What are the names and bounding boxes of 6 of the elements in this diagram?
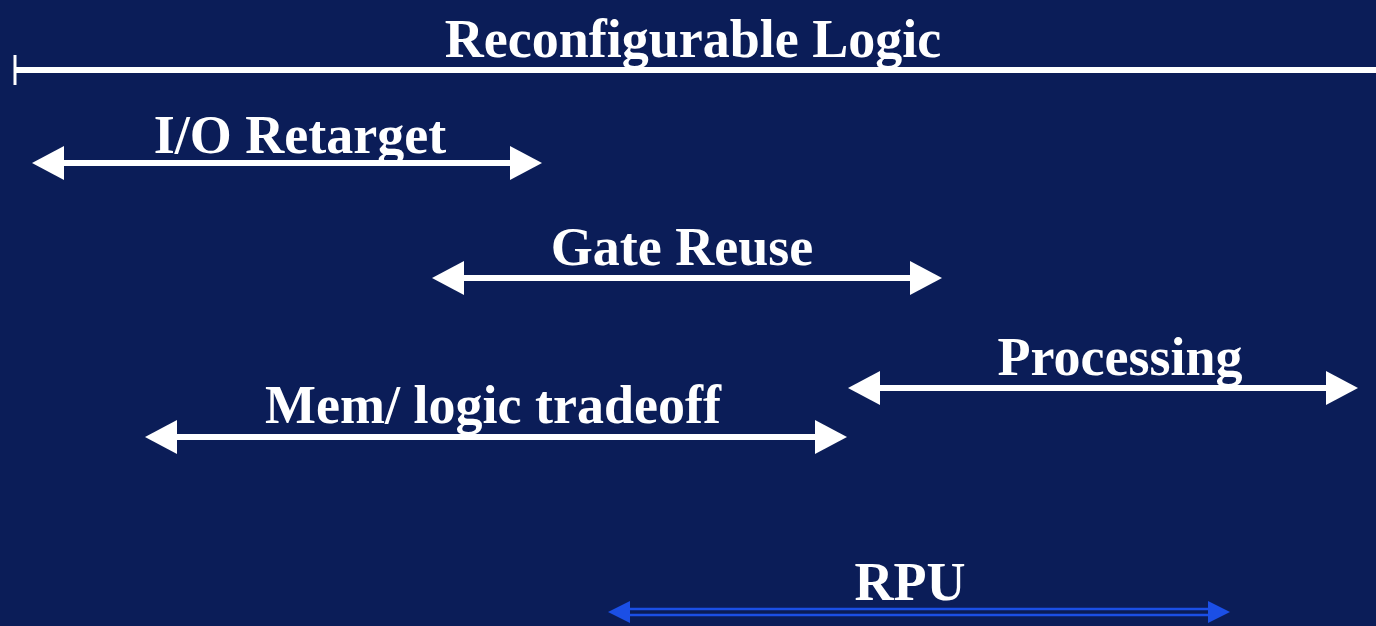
range-label: RPU xyxy=(854,555,966,609)
range-label: Reconfigurable Logic xyxy=(444,12,942,66)
range-label: I/O Retarget xyxy=(153,108,447,162)
range-label: Mem/ logic tradeoff xyxy=(265,378,721,432)
range-label: Processing xyxy=(997,330,1243,384)
range-label: Gate Reuse xyxy=(550,220,814,274)
